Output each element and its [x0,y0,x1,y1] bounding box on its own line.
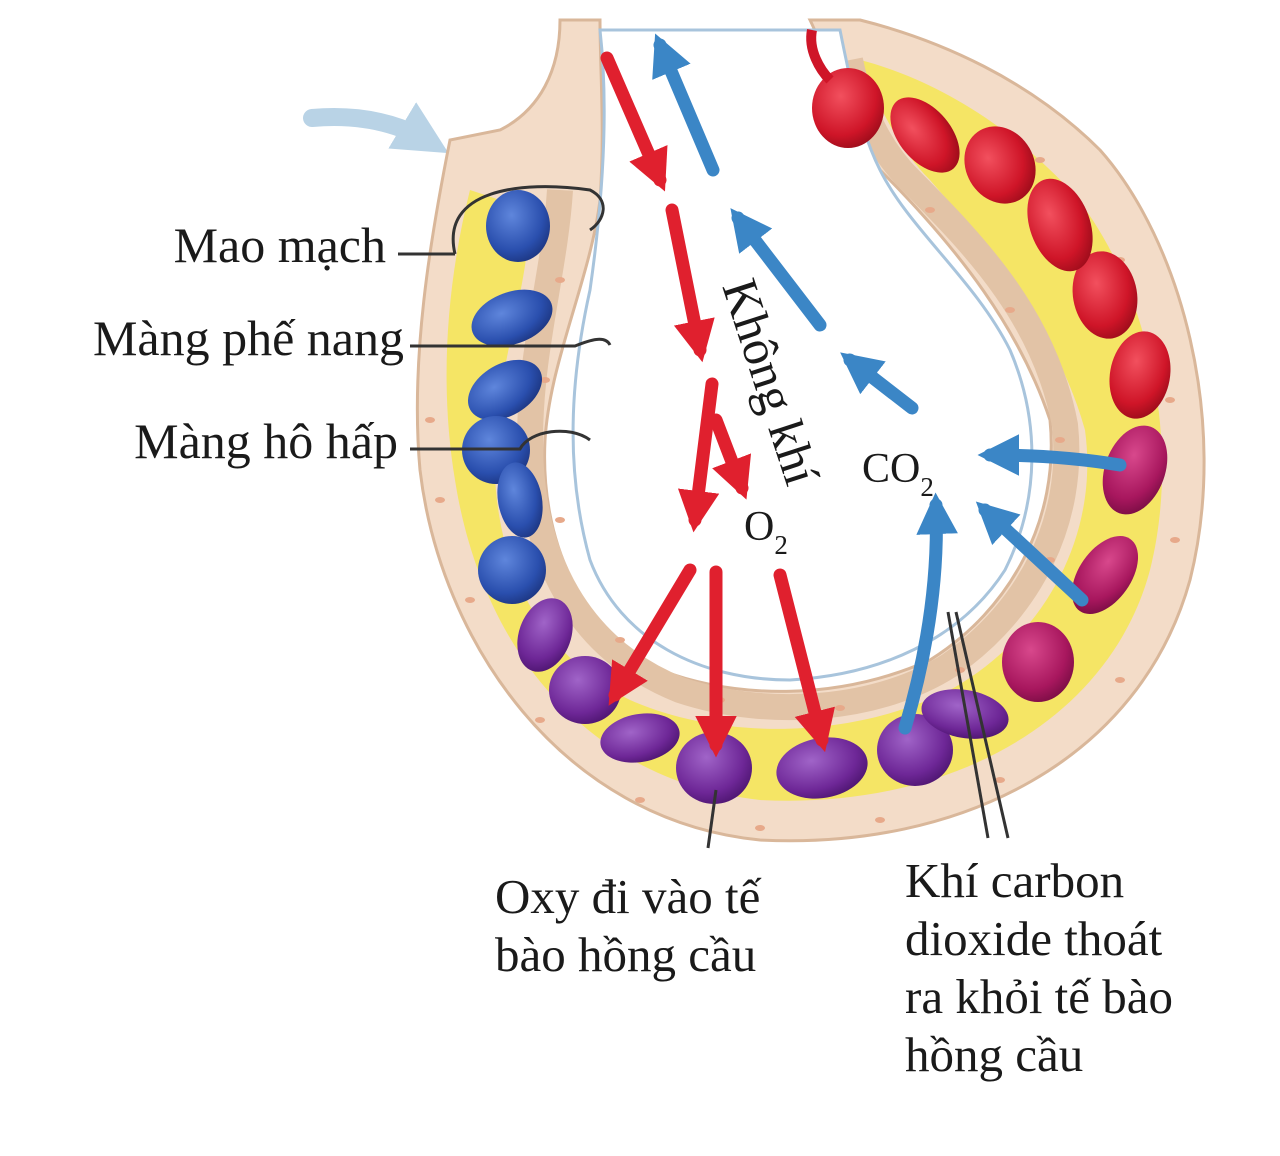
label-oxygen-subscript: 2 [774,530,788,560]
red-blood-cells [462,29,1171,804]
caption-co2-line: ra khỏi tế bào [905,969,1174,1024]
blood-cell-transition [877,714,953,786]
label-capillary: Mao mạch [174,217,386,273]
blood-cell-oxygenated [1027,178,1093,272]
blood-cell-partially-oxygenated [1002,622,1074,702]
caption-oxygen-line: bào hồng cầu [495,927,757,982]
caption-co2-line: dioxide thoát [905,911,1163,966]
label-alveolar-membrane: Màng phế nang [93,310,404,366]
blood-cell-transition [776,737,868,799]
blood-cell-oxygenated [812,68,884,148]
label-co2: CO2 [862,446,934,502]
caption-oxygen-into-cells: Oxy đi vào tế bào hồng cầu [495,868,835,984]
label-co2-symbol: CO [862,446,920,492]
blood-cell-oxygenated [1109,331,1171,419]
caption-co2-line: hồng cầu [905,1027,1084,1082]
blood-cell-deoxygenated [497,462,543,538]
label-respiratory-membrane: Màng hô hấp [134,413,398,469]
blood-cell-deoxygenated [478,536,546,604]
caption-co2-out-of-cells: Khí carbon dioxide thoát ra khỏi tế bào … [905,852,1265,1084]
blood-cell-transition [517,598,573,672]
inflow-arrow-icon [303,102,449,154]
blood-cell-partially-oxygenated [1071,535,1139,615]
co2-flow-arrows [652,33,1127,735]
blood-cell-deoxygenated [468,359,542,421]
label-co2-subscript: 2 [920,472,934,502]
label-oxygen-symbol: O [744,504,774,550]
blood-cell-transition [549,656,621,724]
caption-co2-line: Khí carbon [905,853,1125,908]
blood-cell-deoxygenated [486,190,550,262]
blood-cell-partially-oxygenated [1102,425,1168,515]
blood-cell-oxygenated [1072,251,1138,339]
leader-lines [398,185,1010,849]
blood-cell-deoxygenated [471,289,553,347]
oxygen-flow-arrows [600,51,835,758]
label-oxygen: O2 [744,504,788,560]
blood-cell-transition [600,713,680,763]
blood-cell-oxygenated [964,126,1036,204]
blood-cell-oxygenated [890,97,960,173]
caption-oxygen-line: Oxy đi vào tế [495,869,761,924]
